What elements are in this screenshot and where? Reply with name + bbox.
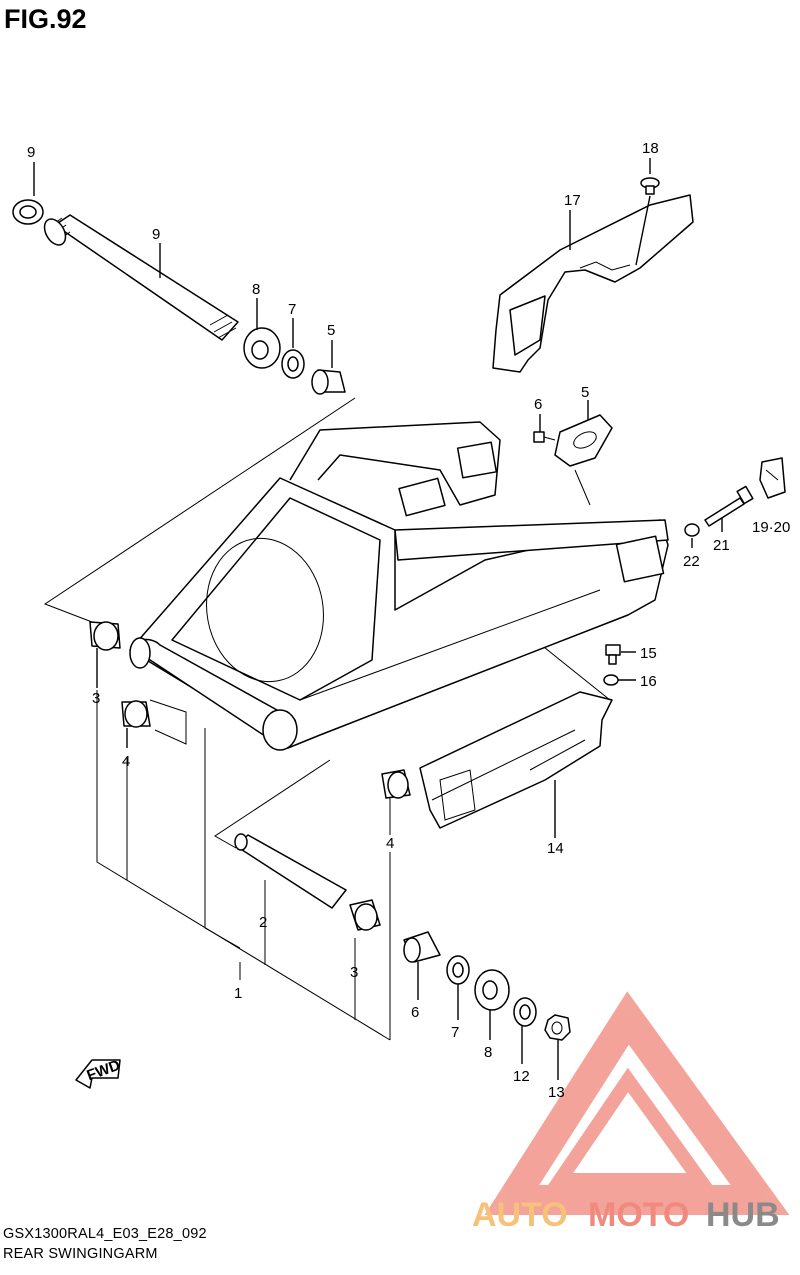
callout-12: 12 <box>513 1068 530 1085</box>
bearing-4-right <box>381 769 411 799</box>
nut-13 <box>544 1014 571 1041</box>
spacer-shaft <box>234 833 347 909</box>
bracket <box>554 414 613 467</box>
bearing-lower <box>474 969 510 1011</box>
washer-lower <box>446 955 470 985</box>
watermark-logo <box>484 991 790 1215</box>
washer-12 <box>513 997 537 1027</box>
callout-17: 17 <box>564 192 581 209</box>
callout-7-lower: 6 <box>411 1004 419 1021</box>
watermark-triangle <box>484 991 790 1215</box>
figure-name: REAR SWINGINGARM <box>3 1246 158 1262</box>
callout-8-lower: 7 <box>451 1024 459 1041</box>
callout-9-lower: 8 <box>484 1044 492 1061</box>
callout-8-upper: 7 <box>288 301 296 318</box>
fwd-arrow: FWD <box>75 1057 123 1089</box>
callout-5: 5 <box>581 384 589 401</box>
callout-3-left: 3 <box>92 690 100 707</box>
watermark-text-auto: AUTO <box>472 1196 568 1234</box>
callout-6: 6 <box>534 396 542 413</box>
watermark-text: AUTO MOTO HUB <box>472 1196 780 1234</box>
callout-13: 13 <box>548 1084 565 1101</box>
washer-upper <box>281 349 305 379</box>
watermark-inner-triangle <box>546 1067 714 1187</box>
callout-15: 15 <box>640 645 657 662</box>
bearing-3-right <box>349 899 381 931</box>
callout-22: 22 <box>683 553 700 570</box>
chain-adjuster <box>759 457 786 499</box>
figure-code: GSX1300RAL4_E03_E28_092 <box>3 1226 207 1242</box>
callout-labels: 9 9 8 7 5 17 18 5 6 19·20 21 22 15 16 14… <box>27 140 790 1101</box>
pivot-shaft <box>43 214 239 341</box>
bearing-3-left <box>89 621 121 651</box>
callout-3-right: 3 <box>350 964 358 981</box>
guard-bolt <box>605 644 621 665</box>
collar-upper <box>311 369 346 395</box>
fwd-label: FWD <box>85 1057 123 1085</box>
bearing-upper <box>243 327 281 369</box>
callout-9-upper: 8 <box>252 281 260 298</box>
bearing-4-left <box>121 700 151 728</box>
adjuster-nut <box>684 523 700 537</box>
callout-19-20: 19·20 <box>752 519 790 536</box>
watermark-text-hub: HUB <box>706 1196 780 1234</box>
callout-leaders <box>33 158 723 1080</box>
chain-guard <box>419 691 613 829</box>
guard-collar <box>603 674 619 686</box>
collar-lower <box>403 931 441 963</box>
callout-21: 21 <box>713 537 730 554</box>
callout-11: 9 <box>27 144 35 161</box>
callout-16: 16 <box>640 673 657 690</box>
callout-18: 18 <box>642 140 659 157</box>
seal-ring <box>12 199 44 225</box>
callout-1: 1 <box>234 985 242 1002</box>
callout-4-left: 4 <box>122 753 130 770</box>
adjuster-bolt <box>704 485 754 527</box>
chain-cover <box>492 194 694 373</box>
cover-bolt <box>640 177 660 195</box>
watermark-text-moto: MOTO <box>588 1196 689 1234</box>
callout-7-upper: 5 <box>327 322 335 339</box>
bracket-screw <box>533 431 556 443</box>
swingarm-body <box>129 421 669 751</box>
figure-title: FIG.92 <box>4 4 87 34</box>
callout-2: 2 <box>259 914 267 931</box>
callout-4-right: 4 <box>386 835 394 852</box>
guide-lines <box>43 397 611 1041</box>
callout-14: 14 <box>547 840 564 857</box>
callout-10: 9 <box>152 226 160 243</box>
